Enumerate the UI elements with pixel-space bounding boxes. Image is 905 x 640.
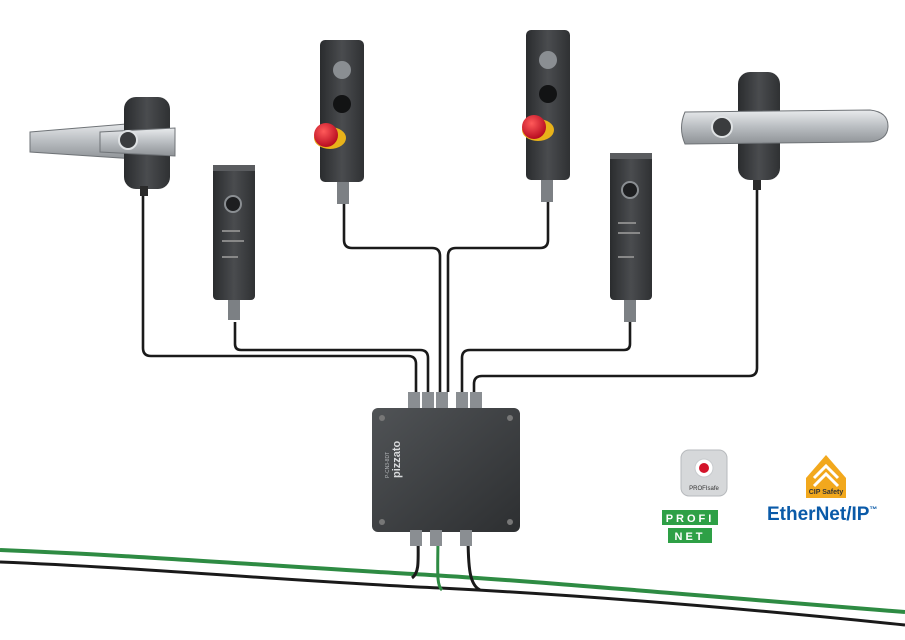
black-bus-cable	[0, 560, 905, 627]
hub-model-label: P-CN3-8DT	[385, 452, 391, 478]
ethernet-ip-left-text: EtherN	[767, 504, 829, 525]
left-estop-station	[314, 40, 364, 204]
profisafe-logo: PROFIsafe	[680, 449, 728, 497]
green-bus-cable	[0, 548, 905, 614]
cip-safety-label: CIP Safety	[809, 489, 844, 496]
handle-button	[711, 116, 733, 138]
hub-brand-label: pizzato	[391, 440, 403, 478]
right-safety-switch	[610, 153, 652, 322]
bus-cables	[0, 529, 905, 627]
estop-red-button	[522, 115, 546, 139]
device-cables	[141, 185, 759, 394]
hub-enclosure: pizzato P-CN3-8DT	[372, 392, 520, 546]
ethernet-ip-logo: CIP Safety EtherNet/IP™	[767, 455, 877, 525]
switch-actuator-hole	[621, 181, 639, 199]
estop-top-button	[333, 61, 351, 79]
handle-button	[118, 130, 138, 150]
svg-text:EtherNet/IP™: EtherNet/IP™	[767, 504, 877, 525]
left-safety-switch	[213, 165, 255, 320]
right-safety-handle	[681, 72, 889, 190]
cip-safety-icon	[806, 455, 846, 498]
trademark-mark: ™	[869, 505, 877, 514]
estop-mid-button	[539, 85, 557, 103]
cable-left-estop	[342, 200, 442, 392]
profinet-bottom-text: NET	[675, 531, 706, 543]
hub-box	[372, 408, 520, 532]
estop-red-button	[314, 123, 338, 147]
switch-actuator-hole	[224, 195, 242, 213]
cable-left-handle	[141, 190, 418, 392]
cable-right-handle	[472, 185, 759, 394]
cable-left-switch	[233, 322, 430, 392]
left-safety-handle	[29, 97, 176, 196]
handle-lever	[681, 109, 889, 145]
estop-top-button	[539, 51, 557, 69]
profisafe-caption: PROFIsafe	[689, 486, 719, 492]
cable-right-estop	[446, 200, 550, 392]
right-estop-station	[522, 30, 570, 202]
estop-mid-button	[333, 95, 351, 113]
ethernet-ip-right-text: et/IP	[829, 504, 869, 525]
profinet-logo: PROFI NET	[662, 510, 718, 543]
cable-right-switch	[460, 322, 632, 392]
profinet-top-text: PROFI	[666, 513, 715, 525]
